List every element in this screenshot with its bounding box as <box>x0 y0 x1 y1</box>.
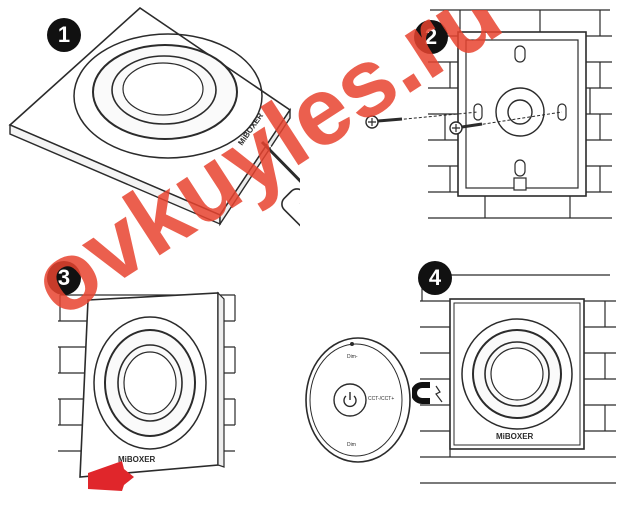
step-4-illustration: MiBOXER <box>420 274 616 484</box>
step-2-panel: 2 <box>350 0 621 250</box>
remote-control: Dim- CCT-/CCT+ Dim <box>300 330 430 470</box>
step-4-logo: MiBOXER <box>496 432 534 441</box>
screwdriver-icon <box>260 139 337 244</box>
magnet-icon <box>411 378 446 408</box>
step-1-panel: MiBOXER 1 <box>0 0 337 250</box>
step-1-badge: 1 <box>47 18 81 52</box>
step-4-panel: MiBOXER 4 <box>410 255 621 504</box>
screw-icon <box>365 111 479 129</box>
remote-label-right: CCT-/CCT+ <box>368 396 394 402</box>
remote-label-top: Dim- <box>347 354 358 360</box>
screw-icon <box>449 111 563 135</box>
arrow-up-icon <box>88 461 134 491</box>
step-2-illustration <box>365 9 612 219</box>
step-1-illustration: MiBOXER <box>8 6 337 244</box>
remote-illustration: Dim- CCT-/CCT+ Dim <box>305 337 411 463</box>
step-3-logo: MiBOXER <box>118 455 156 464</box>
step-2-badge: 2 <box>414 20 448 54</box>
step-4-badge: 4 <box>418 261 452 295</box>
step-3-panel: MiBOXER 3 <box>0 255 300 504</box>
step-3-illustration: MiBOXER <box>58 291 236 491</box>
power-icon <box>343 392 357 408</box>
step-3-badge: 3 <box>47 261 81 295</box>
remote-label-bottom: Dim <box>347 442 356 448</box>
